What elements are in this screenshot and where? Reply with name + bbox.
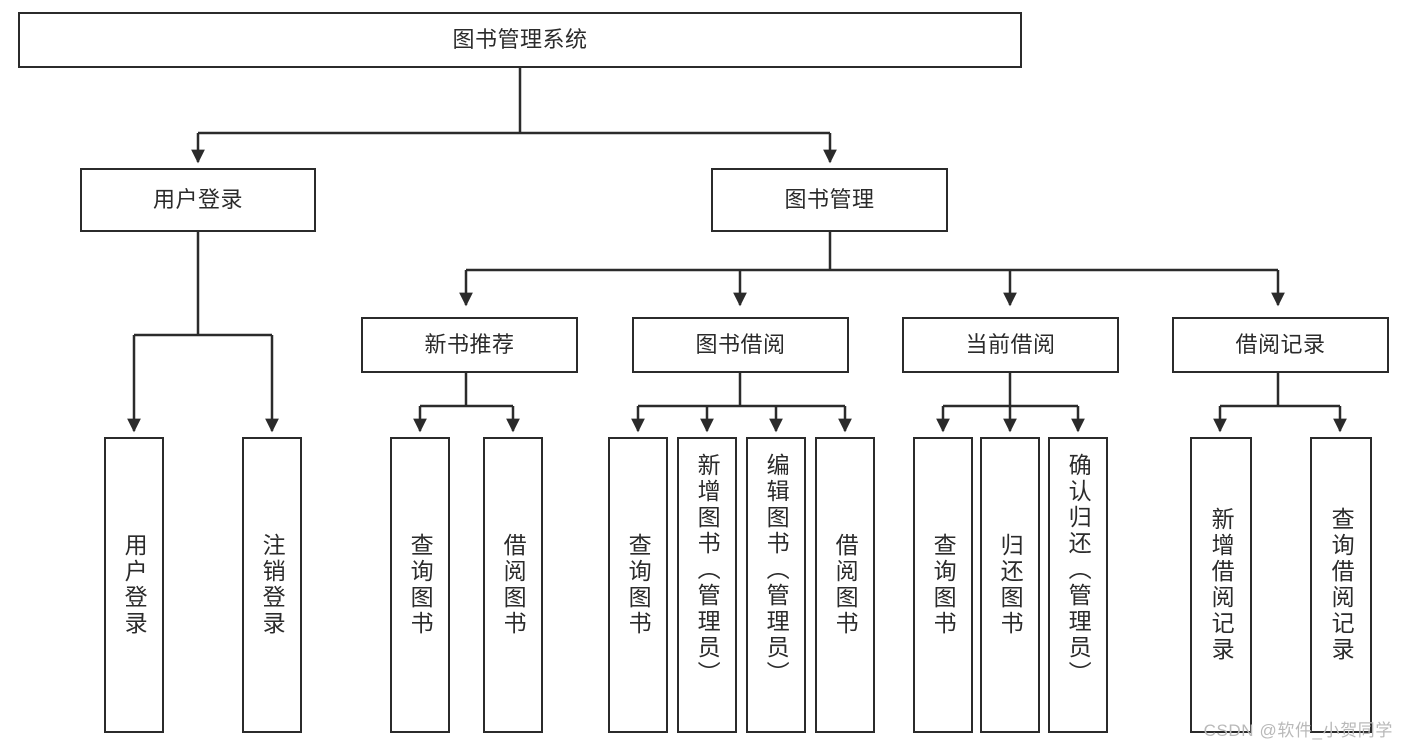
leaf-borrow-borrow-book[interactable]: 借阅图书 xyxy=(815,437,875,733)
node-book-management-label: 图书管理 xyxy=(784,187,875,213)
leaf-record-add[interactable]: 新增借阅记录 xyxy=(1190,437,1252,733)
node-new-book-recommend[interactable]: 新书推荐 xyxy=(361,317,578,373)
leaf-current-return-book-label: 归还图书 xyxy=(997,533,1024,637)
node-book-borrow[interactable]: 图书借阅 xyxy=(632,317,849,373)
leaf-borrow-borrow-book-label: 借阅图书 xyxy=(832,533,859,637)
node-new-book-recommend-label: 新书推荐 xyxy=(424,332,515,358)
leaf-record-query-label: 查询借阅记录 xyxy=(1328,507,1355,663)
leaf-user-login-logout[interactable]: 注销登录 xyxy=(242,437,302,733)
leaf-record-query[interactable]: 查询借阅记录 xyxy=(1310,437,1372,733)
leaf-borrow-edit-book-label: 编辑图书（管理员） xyxy=(763,453,790,687)
leaf-current-confirm-return-label: 确认归还（管理员） xyxy=(1065,453,1092,687)
leaf-record-add-label: 新增借阅记录 xyxy=(1208,507,1235,663)
leaf-new-book-query-label: 查询图书 xyxy=(407,533,434,637)
node-root-system-label: 图书管理系统 xyxy=(452,27,588,53)
leaf-current-return-book[interactable]: 归还图书 xyxy=(980,437,1040,733)
leaf-current-query-book-label: 查询图书 xyxy=(930,533,957,637)
leaf-new-book-query[interactable]: 查询图书 xyxy=(390,437,450,733)
leaf-current-query-book[interactable]: 查询图书 xyxy=(913,437,973,733)
leaf-borrow-query-book[interactable]: 查询图书 xyxy=(608,437,668,733)
leaf-borrow-add-book-label: 新增图书（管理员） xyxy=(694,453,721,687)
node-borrow-record[interactable]: 借阅记录 xyxy=(1172,317,1389,373)
leaf-current-confirm-return[interactable]: 确认归还（管理员） xyxy=(1048,437,1108,733)
node-root-system[interactable]: 图书管理系统 xyxy=(18,12,1022,68)
leaf-borrow-query-book-label: 查询图书 xyxy=(625,533,652,637)
leaf-user-login-logout-label: 注销登录 xyxy=(259,533,286,637)
csdn-watermark: CSDN @软件_小贺同学 xyxy=(1203,721,1393,740)
node-current-borrow-label: 当前借阅 xyxy=(965,332,1056,358)
node-borrow-record-label: 借阅记录 xyxy=(1235,332,1326,358)
leaf-new-book-borrow-label: 借阅图书 xyxy=(500,533,527,637)
leaf-new-book-borrow[interactable]: 借阅图书 xyxy=(483,437,543,733)
leaf-user-login-login-label: 用户登录 xyxy=(121,533,148,637)
node-current-borrow[interactable]: 当前借阅 xyxy=(902,317,1119,373)
node-user-login-label: 用户登录 xyxy=(152,187,243,213)
leaf-borrow-add-book[interactable]: 新增图书（管理员） xyxy=(677,437,737,733)
node-user-login[interactable]: 用户登录 xyxy=(80,168,316,232)
node-book-borrow-label: 图书借阅 xyxy=(695,332,786,358)
leaf-borrow-edit-book[interactable]: 编辑图书（管理员） xyxy=(746,437,806,733)
node-book-management[interactable]: 图书管理 xyxy=(711,168,948,232)
leaf-user-login-login[interactable]: 用户登录 xyxy=(104,437,164,733)
